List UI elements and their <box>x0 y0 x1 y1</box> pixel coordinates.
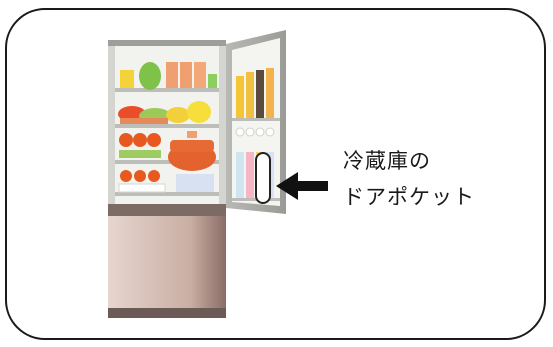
top-shelf-food <box>120 62 217 90</box>
bottom-shelf-food <box>118 170 214 193</box>
lower-shelf-food <box>119 131 216 171</box>
door-pocket-caption: 冷蔵庫の ドアポケット <box>343 143 475 215</box>
freezer-drawer <box>108 204 226 318</box>
door-pocket-highlight <box>255 152 271 204</box>
caption-line-1: 冷蔵庫の <box>343 149 431 173</box>
arrow-pointer <box>276 172 328 200</box>
caption-line-2: ドアポケット <box>343 185 475 209</box>
middle-shelf-food <box>118 101 211 124</box>
